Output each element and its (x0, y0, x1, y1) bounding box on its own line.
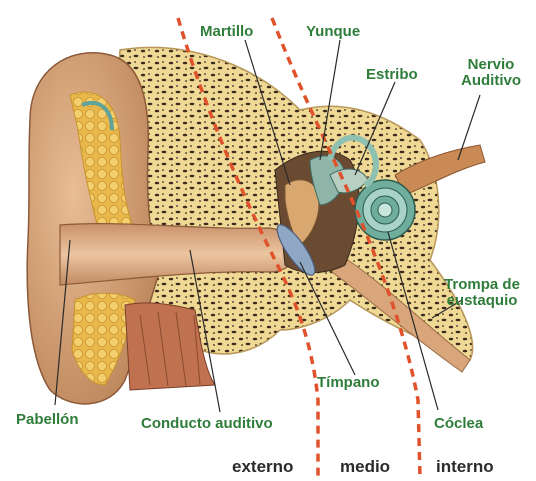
label-coclea: Cóclea (434, 416, 483, 432)
label-nervio-line1: Nervio (448, 57, 534, 73)
label-trompa-line1: Trompa de (432, 277, 532, 293)
label-conducto-auditivo: Conducto auditivo (141, 416, 273, 432)
label-martillo: Martillo (200, 24, 253, 40)
label-timpano: Tímpano (317, 375, 380, 391)
label-trompa-eustaquio: Trompa de eustaquio (432, 277, 532, 309)
label-nervio-auditivo: Nervio Auditivo (448, 57, 534, 89)
label-trompa-line2: eustaquio (432, 293, 532, 309)
label-nervio-line2: Auditivo (448, 73, 534, 89)
zone-medio: medio (340, 457, 390, 477)
label-yunque: Yunque (306, 24, 360, 40)
label-pabellon: Pabellón (16, 412, 79, 428)
label-estribo: Estribo (366, 67, 418, 83)
zone-externo: externo (232, 457, 293, 477)
zone-interno: interno (436, 457, 494, 477)
